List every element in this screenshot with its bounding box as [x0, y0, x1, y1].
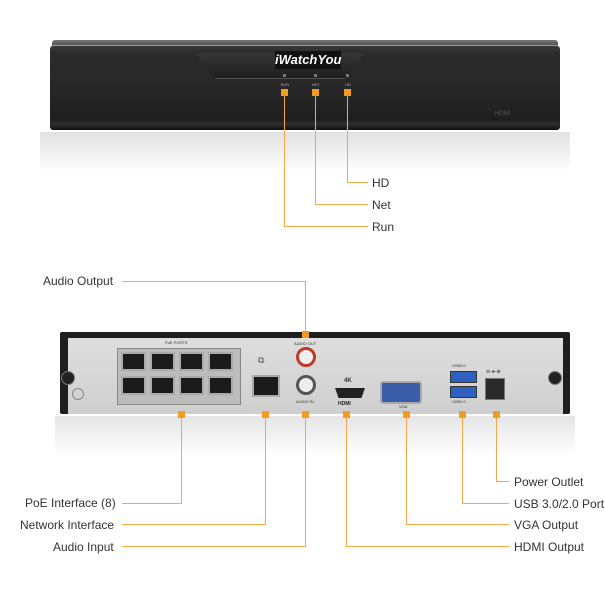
rear-unit-reflection — [55, 416, 575, 456]
callout-hdmi-output: HDMI Output — [514, 540, 585, 554]
ground-icon — [72, 388, 84, 400]
callout-network-interface: Network Interface — [20, 518, 115, 532]
brand-logo: iWatchYou — [275, 51, 342, 69]
front-unit-base — [50, 118, 560, 130]
marker-audio-input — [302, 411, 309, 418]
leader-run-h — [284, 226, 368, 227]
led-hd — [346, 74, 349, 77]
marker-usb — [459, 411, 466, 418]
hdmi-logo: HDMI — [338, 401, 351, 407]
callout-vga-output: VGA Output — [514, 518, 579, 532]
led-label-net: NET — [312, 82, 320, 87]
leader-hdmi-h — [346, 546, 509, 547]
leader-network-v — [265, 418, 266, 525]
callout-hd: HD — [372, 176, 390, 190]
leader-net-v — [315, 96, 316, 205]
leader-hd-h — [347, 182, 368, 183]
hdmi-4k-label: 4K — [344, 378, 352, 384]
marker-poe — [178, 411, 185, 418]
leader-usb-v — [462, 418, 463, 503]
marker-hd — [344, 89, 351, 96]
leader-poe-v — [181, 418, 182, 503]
usb3-label: USB3.0 — [452, 363, 466, 368]
audio-out-jack — [296, 347, 316, 367]
screw-right — [548, 371, 562, 385]
marker-vga — [403, 411, 410, 418]
leader-audio-output-h — [122, 281, 306, 282]
usb2-port — [450, 386, 477, 398]
poe-port — [150, 352, 175, 371]
audio-in-label: AUDIO IN — [296, 399, 314, 404]
callout-audio-input: Audio Input — [53, 540, 114, 554]
led-run — [283, 74, 286, 77]
usb2-label: USB2.0 — [452, 399, 466, 404]
leader-audio-output-v — [305, 281, 306, 331]
leader-power-v — [496, 418, 497, 482]
leader-power-h — [496, 481, 509, 482]
front-unit-reflection — [40, 132, 570, 172]
callout-audio-output: Audio Output — [43, 274, 114, 288]
leader-network-h — [122, 524, 266, 525]
led-label-run: RUN — [280, 82, 290, 87]
leader-poe-h — [122, 503, 182, 504]
leader-vga-v — [406, 418, 407, 525]
leader-run-v — [284, 96, 285, 227]
leader-usb-h — [462, 503, 509, 504]
front-unit-top — [52, 40, 558, 48]
front-hdmi-badge: HDMI — [495, 111, 511, 117]
vga-port — [380, 381, 422, 404]
poe-port — [150, 376, 175, 395]
poe-port — [121, 376, 146, 395]
leader-audio-input-h — [122, 546, 306, 547]
poe-port — [179, 352, 204, 371]
leader-net-h — [315, 204, 368, 205]
power-jack — [485, 378, 505, 400]
vga-label: VGA — [399, 404, 408, 409]
leader-hdmi-v — [346, 418, 347, 547]
poe-port — [208, 352, 233, 371]
power-polarity-symbol: ⊖-●-⊕ — [486, 369, 501, 375]
marker-network — [262, 411, 269, 418]
usb3-port — [450, 371, 477, 383]
hdmi-port — [335, 388, 365, 398]
poe-port — [121, 352, 146, 371]
leader-hd-v — [347, 96, 348, 183]
network-icon: ⧉ — [258, 355, 265, 365]
led-label-hd: HD — [345, 82, 351, 87]
marker-run — [281, 89, 288, 96]
callout-usb-port: USB 3.0/2.0 Port — [514, 497, 605, 511]
audio-in-jack — [296, 375, 316, 395]
led-net — [314, 74, 317, 77]
leader-vga-h — [406, 524, 509, 525]
marker-power — [493, 411, 500, 418]
network-port — [252, 375, 280, 397]
poe-header: PoE PORTS — [165, 340, 188, 345]
callout-run: Run — [372, 220, 395, 234]
marker-hdmi — [343, 411, 350, 418]
marker-net — [312, 89, 319, 96]
callout-power-outlet: Power Outlet — [514, 475, 584, 489]
callout-net: Net — [372, 198, 391, 212]
poe-port — [179, 376, 204, 395]
screw-left — [61, 371, 75, 385]
leader-audio-input-v — [305, 418, 306, 547]
poe-port — [208, 376, 233, 395]
marker-audio-output — [302, 331, 309, 338]
audio-out-label: AUDIO OUT — [294, 341, 317, 346]
callout-poe-interface: PoE Interface (8) — [25, 496, 116, 510]
